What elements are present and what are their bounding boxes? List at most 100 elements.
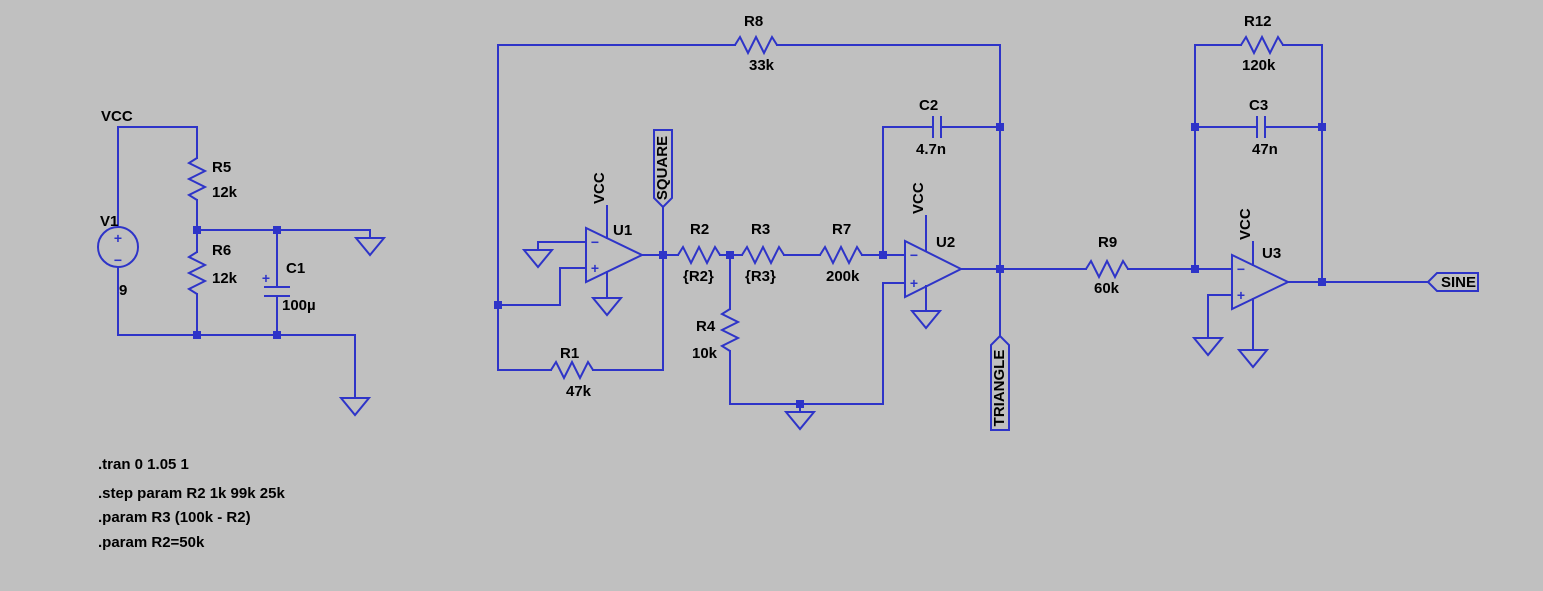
component-value-label: 120k [1242,57,1276,74]
oscillator-section: R8 33k R1 47k − + U1 VCC SQUARE R2 {R2} … [497,13,1001,431]
resistor-r3[interactable]: R3 {R3} [741,221,785,285]
opamp-u1[interactable]: − + U1 VCC [585,172,645,284]
component-value-label: 47n [1252,141,1278,158]
component-value-label: 10k [692,345,718,362]
ground-flag[interactable] [521,242,555,269]
component-name-label: R8 [744,13,763,30]
resistor-r4[interactable]: R4 10k [692,308,741,362]
component-name-label: R5 [212,159,231,176]
resistor-body [734,34,778,56]
junction-dot [1318,123,1326,131]
net-label-vcc[interactable]: VCC [101,108,133,125]
component-value-label: 100µ [282,297,316,314]
noninverting-input-mark: + [1237,287,1245,303]
spice-directive-param-r3[interactable]: .param R3 (100k - R2) [98,509,251,526]
inverting-input-mark: − [591,234,599,250]
wires-sine-filter[interactable] [1194,44,1429,343]
ground-flag[interactable] [1191,330,1225,357]
component-name-label: R4 [696,318,716,335]
capacitor-plates [932,116,942,138]
junction-dot [193,226,201,234]
resistor-r7[interactable]: R7 200k [819,221,863,285]
net-label-vcc[interactable]: VCC [910,182,927,214]
resistor-r6[interactable]: R6 12k [186,242,238,295]
net-label-vcc[interactable]: VCC [1237,208,1254,240]
net-label-vcc[interactable]: VCC [591,172,608,204]
component-value-label: 47k [566,383,592,400]
ground-flag[interactable] [1236,342,1270,369]
component-value-label: 9 [119,282,127,299]
spice-directive-tran[interactable]: .tran 0 1.05 1 [98,456,189,473]
net-flag-triangle[interactable]: TRIANGLE [990,334,1010,431]
resistor-r8[interactable]: R8 33k [734,13,778,74]
ground-flag[interactable] [353,230,387,257]
spice-directives: .tran 0 1.05 1 .step param R2 1k 99k 25k… [98,456,285,551]
ground-flag[interactable] [338,390,372,417]
component-value-label: 12k [212,270,238,287]
component-name-label: U2 [936,234,955,251]
wires-integrator[interactable] [925,215,1233,337]
capacitor-plates [1256,116,1266,138]
spice-directive-step[interactable]: .step param R2 1k 99k 25k [98,485,285,502]
net-flag-sine[interactable]: SINE [1426,272,1479,292]
net-flag-square[interactable]: SQUARE [653,129,673,209]
capacitor-c3[interactable]: C3 47n [1249,97,1278,158]
resistor-r1[interactable]: R1 47k [550,345,594,400]
net-flag-label: SINE [1441,274,1476,291]
resistor-body [677,244,721,266]
wires-power-supply[interactable] [117,126,371,391]
resistor-body [819,244,863,266]
ground-flag[interactable] [909,303,943,330]
minus-mark: − [114,252,122,268]
junction-dot [494,301,502,309]
net-flag-outline [990,334,1010,431]
component-name-label: R7 [832,221,851,238]
resistor-r5[interactable]: R5 12k [186,157,238,201]
net-flag-label: SQUARE [654,136,671,200]
resistor-body [550,359,594,381]
junction-dot [996,123,1004,131]
junction-dot [796,400,804,408]
net-flag-label: TRIANGLE [991,350,1008,427]
junction-dot [273,226,281,234]
component-value-label: 60k [1094,280,1120,297]
resistor-body [741,244,785,266]
resistor-r9[interactable]: R9 60k [1085,234,1129,297]
component-name-label: R6 [212,242,231,259]
component-name-label: V1 [100,213,118,230]
spice-directive-param-r2[interactable]: .param R2=50k [98,534,205,551]
capacitor-c1[interactable]: + C1 100µ [262,260,316,314]
resistor-r2[interactable]: R2 {R2} [677,221,721,285]
noninverting-input-mark: + [591,260,599,276]
opamp-body [585,226,645,284]
component-value-label: {R2} [683,268,714,285]
integrator-section: − + U2 VCC C2 4.7n TRIANGLE R9 60k [904,97,1233,431]
resistor-r12[interactable]: R12 120k [1240,13,1284,74]
component-name-label: R3 [751,221,770,238]
capacitor-c2[interactable]: C2 4.7n [916,97,946,158]
opamp-u3[interactable]: − + U3 VCC [1231,208,1291,311]
voltage-source-v1[interactable]: + − V1 9 [97,213,139,299]
power-supply-section: VCC + − V1 9 R5 12k R6 12k + C1 100µ [97,108,387,417]
junction-dot [273,331,281,339]
sine-filter-section: R12 120k C3 47n − + U3 VCC SINE [1191,13,1479,369]
inverting-input-mark: − [1237,261,1245,277]
ground-flag[interactable] [590,290,624,317]
junction-dot [1191,265,1199,273]
component-value-label: 12k [212,184,238,201]
component-name-label: R12 [1244,13,1272,30]
opamp-u2[interactable]: − + U2 VCC [904,182,964,299]
opamp-body [1231,253,1291,311]
junction-dot [996,265,1004,273]
component-name-label: U1 [613,222,632,239]
component-name-label: U3 [1262,245,1281,262]
plus-mark: + [114,230,122,246]
junction-dot [879,251,887,259]
component-name-label: C2 [919,97,938,114]
component-value-label: 200k [826,268,860,285]
component-value-label: 4.7n [916,141,946,158]
resistor-body [1240,34,1284,56]
net-flag-outline [653,129,673,209]
